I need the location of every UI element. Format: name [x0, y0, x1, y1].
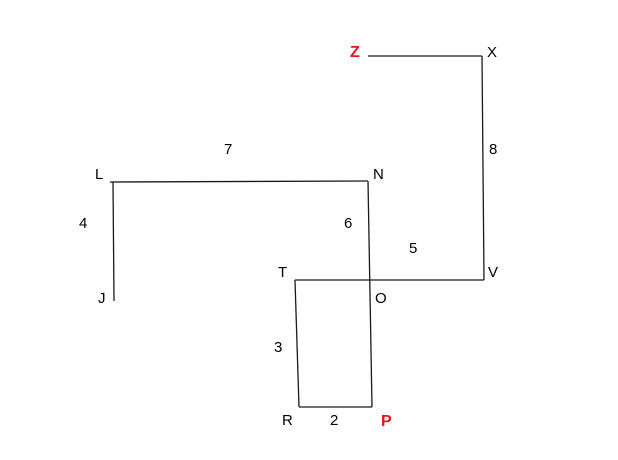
length-label-r-p: 2	[330, 412, 338, 429]
length-label-l-j: 4	[79, 215, 87, 232]
point-label-r: R	[282, 412, 293, 429]
point-label-p: P	[381, 413, 392, 430]
segment-t-r	[294, 279, 300, 408]
point-label-t: T	[278, 264, 287, 281]
length-label-x-v: 8	[489, 141, 497, 158]
point-label-x: X	[487, 44, 497, 61]
point-label-z: Z	[350, 44, 360, 61]
point-label-j: J	[98, 290, 106, 307]
length-label-l-n: 7	[224, 141, 232, 158]
point-label-o: O	[375, 290, 387, 307]
segment-x-v	[481, 55, 485, 281]
length-label-n-p: 6	[344, 215, 352, 232]
length-label-t-r: 3	[274, 339, 282, 356]
segment-l-j	[112, 181, 115, 302]
segment-l-n	[109, 180, 369, 183]
point-label-v: V	[488, 264, 498, 281]
segment-n-p	[367, 180, 373, 408]
point-label-n: N	[373, 166, 384, 183]
point-label-l: L	[95, 166, 103, 183]
length-label-o-v: 5	[409, 240, 417, 257]
